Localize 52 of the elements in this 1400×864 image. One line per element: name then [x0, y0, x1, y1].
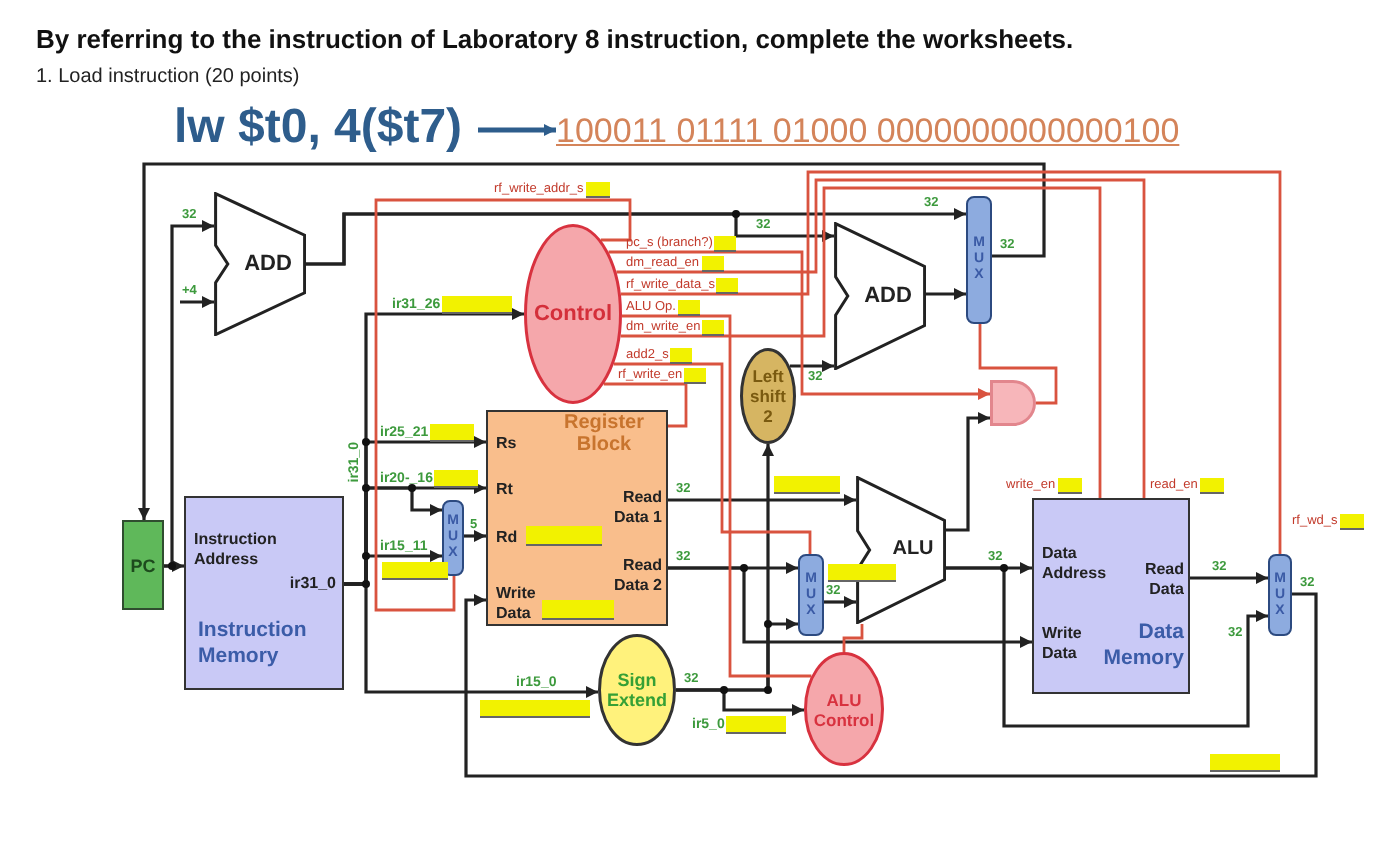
block-title: Data Memory: [1101, 620, 1184, 672]
arrow: [946, 566, 1268, 728]
signal-line: [622, 314, 812, 678]
port-label: Rd: [496, 528, 518, 548]
unit-label: ALU Control: [811, 689, 877, 729]
adder-label: ADD: [864, 283, 912, 309]
instruction-memory-block: [184, 496, 344, 690]
port-label: Read Data 1: [611, 488, 662, 528]
arrow: [478, 124, 556, 136]
machine-code: 100011 01111 01000 0000000000000100: [556, 110, 1248, 154]
arrow: [668, 566, 1032, 648]
data-memory-block: [1032, 498, 1190, 694]
port-label: ir31_0: [289, 574, 336, 594]
signal-line: [374, 198, 632, 612]
port-label: Read Data 2: [611, 556, 662, 596]
unit-label: Left shift 2: [748, 366, 788, 426]
port-label: Read Data: [1142, 560, 1184, 600]
arrow: [668, 494, 856, 506]
block-title: Instruction Memory: [198, 618, 309, 670]
alu-label: ALU: [892, 538, 934, 562]
port-label: Rt: [496, 480, 513, 500]
arrow: [464, 530, 486, 542]
arrow: [180, 296, 214, 308]
signal-line: [603, 382, 688, 428]
signal-line: [842, 624, 864, 652]
program-counter: PC: [122, 520, 164, 610]
unit-label: Control: [533, 301, 613, 327]
adder-label: ADD: [244, 251, 292, 277]
port-label: Rs: [496, 434, 517, 454]
arrow: [608, 250, 990, 400]
unit-label: Sign Extend: [604, 670, 669, 710]
block-title: Register Block: [561, 412, 646, 456]
port-label: Data Address: [1042, 544, 1109, 584]
arrow: [1190, 572, 1268, 584]
assembly-instruction: lw $t0, 4($t7): [174, 104, 478, 152]
worksheet-title: By referring to the instruction of Laboratory 8 instruction, complete the worksheets.: [36, 24, 1074, 56]
arrow: [306, 212, 834, 266]
port-label: Instruction Address: [194, 530, 279, 570]
arrow: [138, 162, 1046, 520]
signal-line: [613, 362, 812, 554]
arrow: [464, 592, 1318, 778]
question-heading: 1. Load instruction (20 points): [36, 66, 300, 90]
arrow: [676, 688, 804, 716]
arrow: [926, 288, 966, 300]
port-label: Write Data: [1042, 624, 1084, 664]
arrow: [824, 596, 856, 608]
arrow: [946, 412, 990, 532]
port-label: Write Data: [496, 584, 538, 624]
register-file-block: [486, 410, 668, 626]
signal-line: [978, 324, 1058, 405]
arrow: [789, 360, 834, 372]
arrow: [164, 220, 214, 568]
